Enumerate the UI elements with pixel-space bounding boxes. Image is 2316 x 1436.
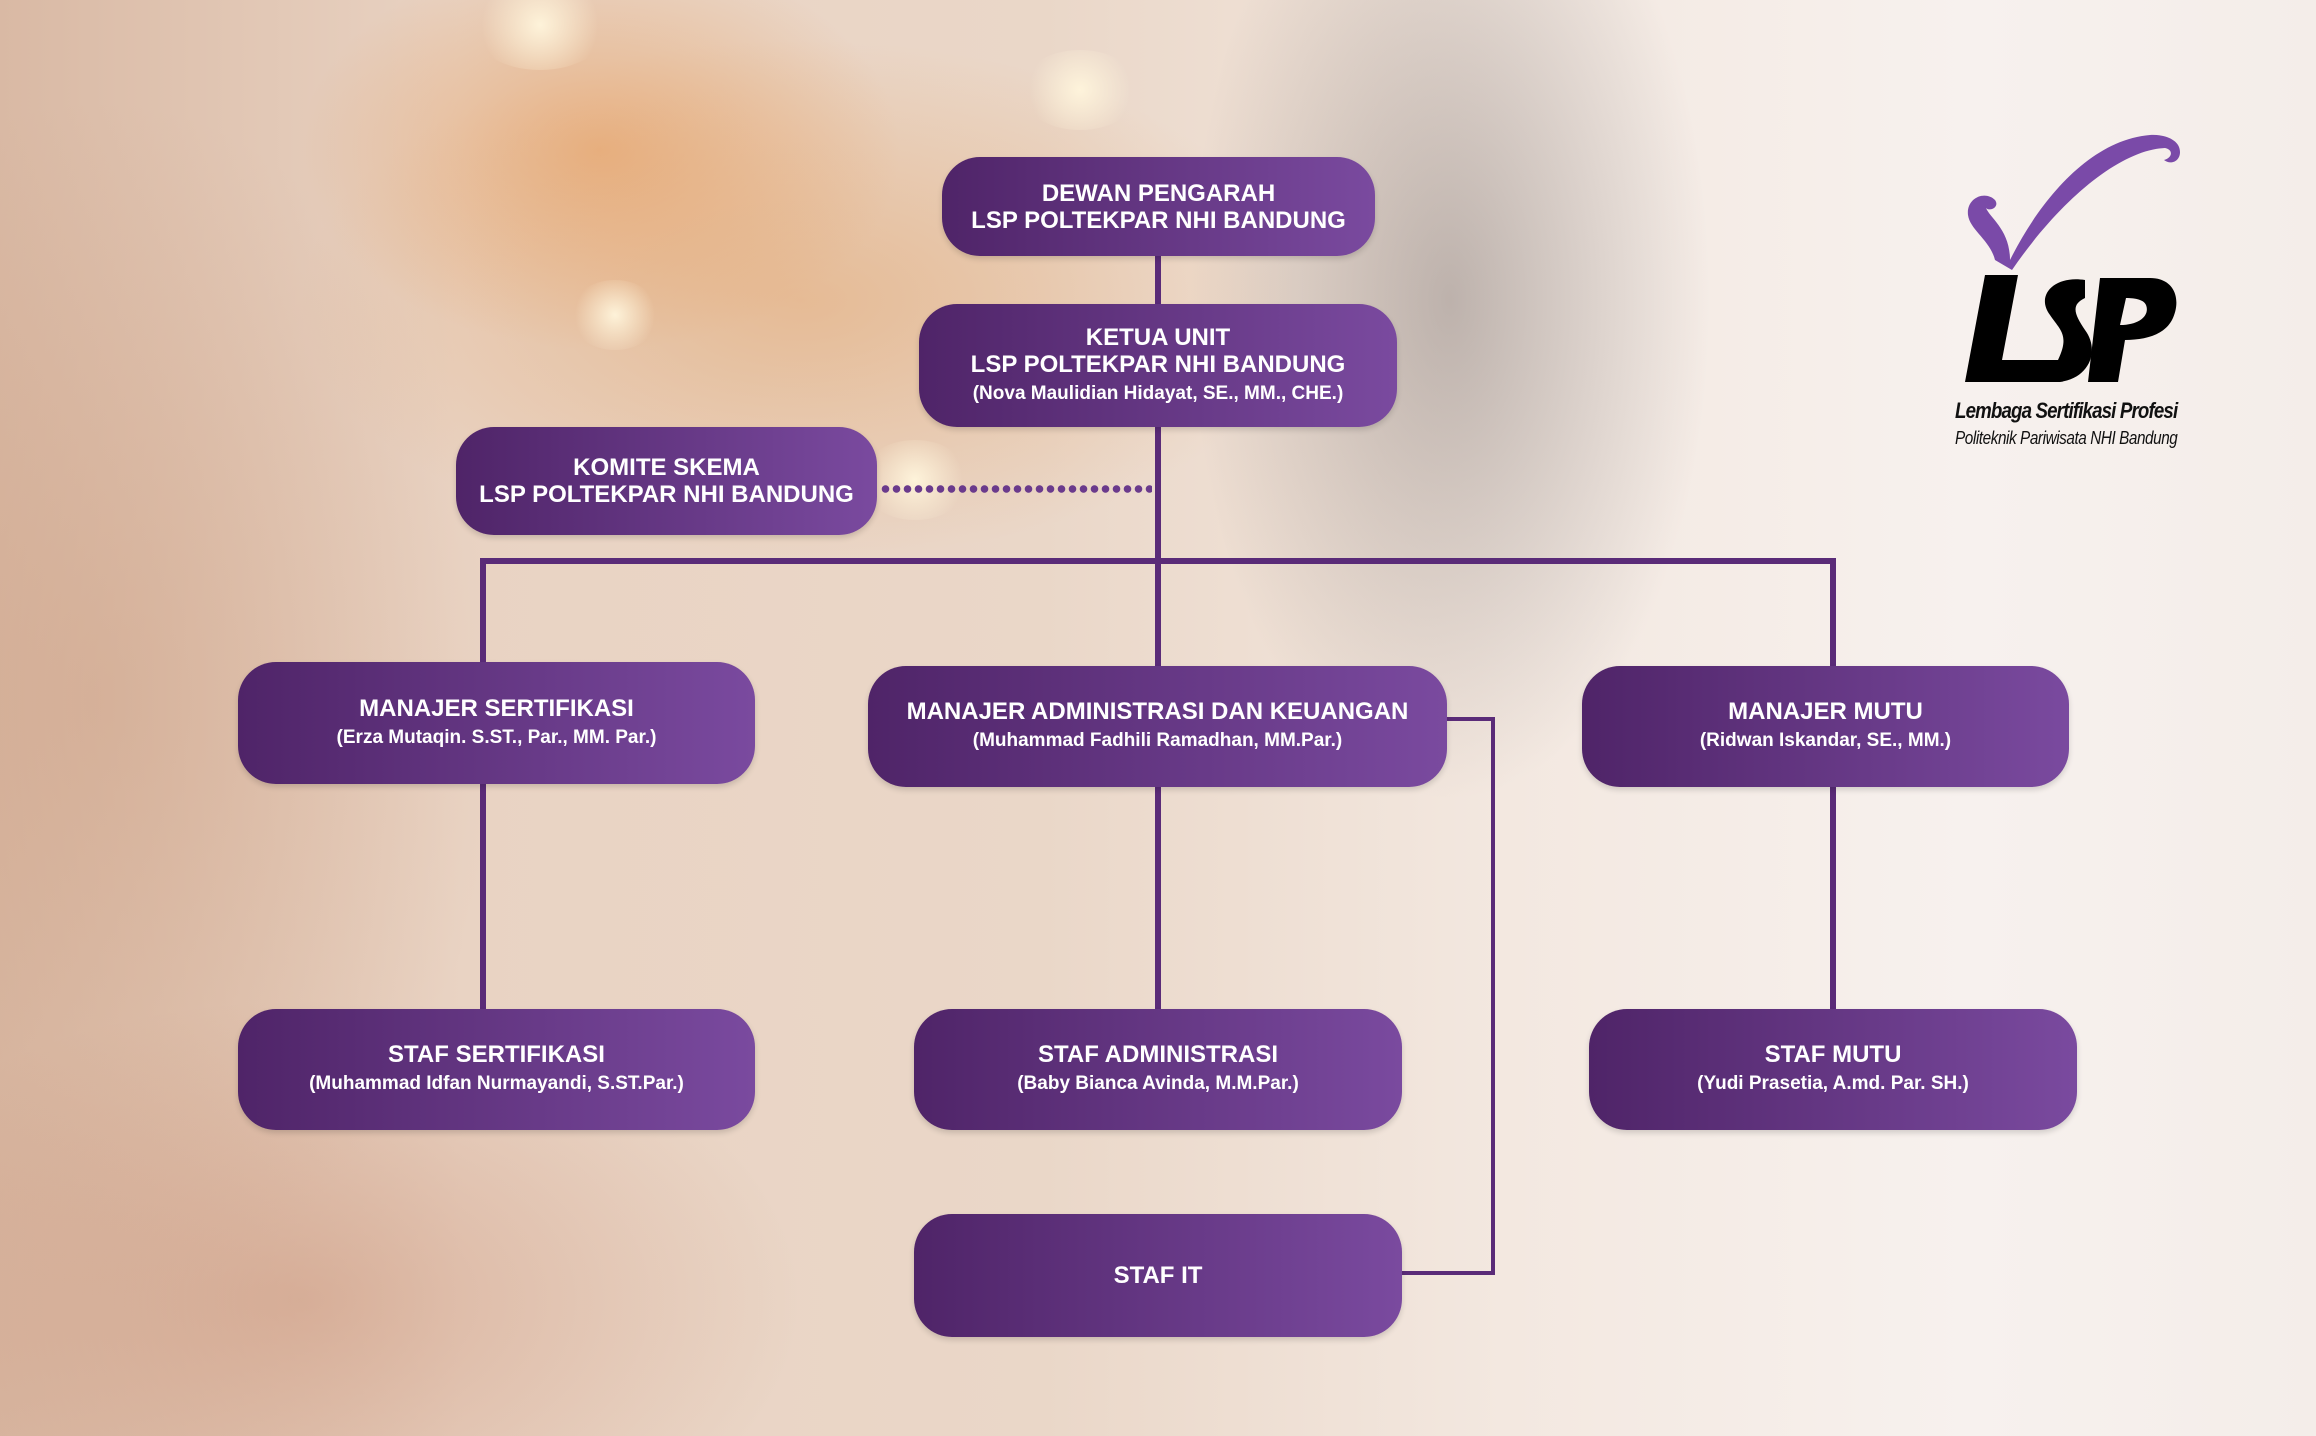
node-title: STAF IT: [1113, 1262, 1203, 1289]
node-ketua-unit: KETUA UNIT LSP POLTEKPAR NHI BANDUNG (No…: [919, 304, 1397, 427]
bg-light: [570, 280, 660, 350]
node-title: DEWAN PENGARAH: [1041, 179, 1276, 207]
node-title: LSP POLTEKPAR NHI BANDUNG: [479, 481, 854, 508]
bg-light: [1020, 50, 1140, 130]
connector-it-bottom: [1402, 1271, 1495, 1275]
connector-horizontal: [480, 558, 1836, 564]
bg-light: [860, 440, 970, 520]
node-title: STAF MUTU: [1764, 1041, 1902, 1068]
logo-text-line2: Politeknik Pariwisata NHI Bandung: [1955, 428, 2178, 448]
node-title: LSP POLTEKPAR NHI BANDUNG: [971, 206, 1346, 234]
node-person: (Muhammad Fadhili Ramadhan, MM.Par.): [972, 730, 1343, 751]
node-person: (Ridwan Iskandar, SE., MM.): [1699, 730, 1952, 751]
bg-light: [470, 0, 610, 70]
node-title: STAF ADMINISTRASI: [1038, 1041, 1278, 1068]
node-person: (Baby Bianca Avinda, M.M.Par.): [1017, 1073, 1299, 1094]
node-staf-administrasi: STAF ADMINISTRASI (Baby Bianca Avinda, M…: [914, 1009, 1402, 1130]
node-title: MANAJER SERTIFIKASI: [359, 694, 634, 722]
node-manajer-sertifikasi: MANAJER SERTIFIKASI (Erza Mutaqin. S.ST.…: [238, 662, 755, 784]
node-person: (Muhammad Idfan Nurmayandi, S.ST.Par.): [309, 1073, 684, 1094]
node-manajer-administrasi: MANAJER ADMINISTRASI DAN KEUANGAN (Muham…: [868, 666, 1447, 787]
node-staf-mutu: STAF MUTU (Yudi Prasetia, A.md. Par. SH.…: [1589, 1009, 2077, 1130]
node-person: (Nova Maulidian Hidayat, SE., MM., CHE.): [972, 382, 1344, 404]
node-title: MANAJER MUTU: [1728, 698, 1923, 725]
node-title: KOMITE SKEMA: [573, 454, 760, 481]
lsp-logo-icon: [1965, 134, 2180, 382]
node-staf-it: STAF IT: [914, 1214, 1402, 1337]
node-komite-skema: KOMITE SKEMA LSP POLTEKPAR NHI BANDUNG: [456, 427, 877, 535]
node-title: STAF SERTIFIKASI: [388, 1041, 605, 1068]
node-title: KETUA UNIT: [1085, 323, 1231, 351]
node-title: LSP POLTEKPAR NHI BANDUNG: [970, 350, 1346, 378]
node-person: (Erza Mutaqin. S.ST., Par., MM. Par.): [336, 726, 657, 748]
node-staf-sertifikasi: STAF SERTIFIKASI (Muhammad Idfan Nurmaya…: [238, 1009, 755, 1130]
connector-komite-dotted: [880, 485, 1152, 493]
connector-it-top: [1447, 717, 1495, 721]
node-dewan-pengarah: DEWAN PENGARAH LSP POLTEKPAR NHI BANDUNG: [942, 157, 1375, 256]
node-person: (Yudi Prasetia, A.md. Par. SH.): [1697, 1073, 1969, 1094]
connector-main-vertical: [1155, 256, 1161, 1009]
node-manajer-mutu: MANAJER MUTU (Ridwan Iskandar, SE., MM.): [1582, 666, 2069, 787]
node-title: MANAJER ADMINISTRASI DAN KEUANGAN: [906, 698, 1409, 725]
logo-text-line1: Lembaga Sertifikasi Profesi: [1955, 398, 2178, 423]
connector-it-vertical: [1491, 717, 1495, 1275]
